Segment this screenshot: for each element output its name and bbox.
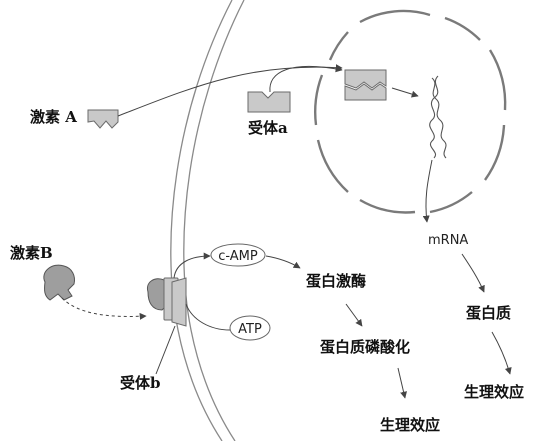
arrow-protein-to-effect [491,331,512,375]
receptor-b-icon [146,277,187,327]
arrow-phosphorylation-to-effect [397,367,407,399]
arrow-receptor-b-label-pointer [155,325,176,375]
label-hormone-b: 激素B [10,244,53,262]
label-effect-bottom: 生理效应 [380,416,440,434]
label-camp: c-AMP [218,249,258,264]
label-hormone-a: 激素 A [30,108,77,126]
arrow-hormone-a-to-nucleus [117,64,343,117]
hormone-b-icon [43,264,75,301]
label-atp: ATP [238,322,262,337]
arrow-mrna-to-protein [461,253,485,293]
arrow-complex-to-dna [391,87,419,98]
arrow-receptor-a-to-nucleus [269,65,343,93]
arrow-atp-to-receptor [185,303,231,331]
hormone-receptor-complex-icon [344,69,387,101]
label-protein-kinase: 蛋白激酶 [306,272,366,290]
label-protein: 蛋白质 [466,304,511,322]
cell-membrane-outer [170,0,233,441]
label-effect-right: 生理效应 [464,383,524,401]
label-protein-phosphorylation: 蛋白质磷酸化 [320,338,410,356]
arrow-dna-to-mrna [422,159,433,223]
cell-membrane-inner [183,0,245,441]
arrow-hormone-b-to-receptor [61,297,147,320]
arrow-receptor-to-camp [173,252,211,279]
dna-helix [429,75,447,159]
arrow-camp-to-kinase [265,255,301,269]
receptor-a-icon [247,91,291,113]
camp-oval [210,243,266,267]
label-receptor-b: 受体b [120,374,161,392]
hormone-a-icon [87,109,119,129]
label-mrna: mRNA [428,233,468,248]
arrow-kinase-to-phosphorylation [345,303,363,327]
atp-oval [229,315,271,341]
nucleus-envelope [314,9,507,214]
label-receptor-a: 受体a [248,119,288,137]
